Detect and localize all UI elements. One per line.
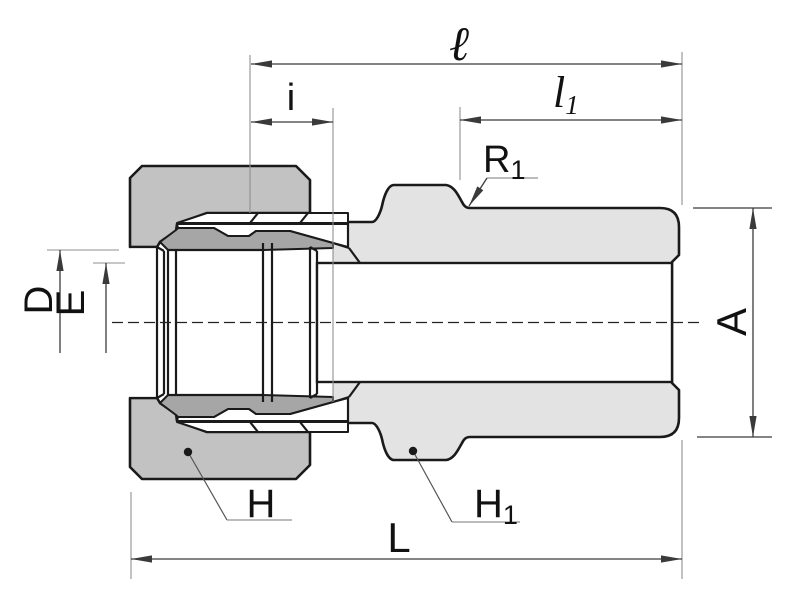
leader-lines: [183, 177, 538, 523]
dim-label-ell: ℓ: [449, 16, 469, 72]
dim-label-e: E: [49, 290, 93, 317]
dim-label-h1: H1: [474, 482, 518, 530]
dim-label-l1: l1: [553, 68, 579, 120]
thread-engagement-bottom: [176, 421, 349, 433]
thread-engagement-top: [176, 212, 349, 224]
dimension-arrowheads: [56, 60, 757, 563]
dim-label-r1: R1: [483, 139, 525, 185]
dim-label-l: L: [387, 514, 410, 561]
dimension-lines: [59, 63, 754, 560]
dim-label-h: H: [247, 482, 276, 526]
extension-lines: [47, 52, 772, 579]
dim-label-i: i: [287, 77, 295, 119]
dim-label-d: D: [17, 286, 61, 315]
thread-tick-marks: [249, 212, 309, 433]
dim-label-a: A: [708, 308, 755, 336]
